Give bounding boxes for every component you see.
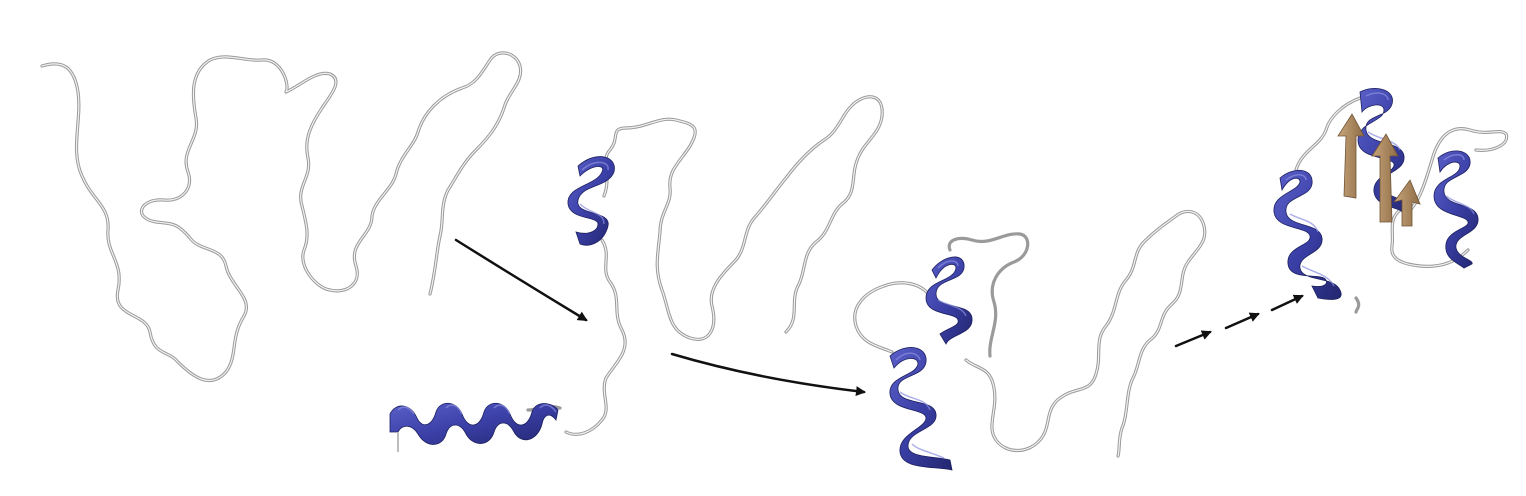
dashed-arrow-segment [1174, 330, 1212, 348]
stage-first-helices-formed [389, 95, 884, 452]
stage-helix-pair-docked [853, 209, 1207, 471]
dashed-arrow-segment [1224, 312, 1260, 330]
beta-strand [1371, 133, 1399, 223]
beta-strand [1393, 179, 1421, 227]
dashed-arrow-segment [1270, 294, 1304, 312]
transition-arrow-1 [454, 238, 588, 322]
stage-native-fold [1273, 88, 1509, 314]
coil-highlight [565, 96, 883, 435]
stage-unfolded-chain [40, 51, 523, 383]
alpha-helix [925, 256, 973, 345]
alpha-helix [389, 402, 559, 452]
coil-highlight [854, 210, 1206, 457]
transition-arrows-dashed [1174, 294, 1304, 348]
alpha-helix [889, 347, 953, 471]
alpha-helix [1433, 150, 1479, 269]
coil-highlight [41, 52, 522, 382]
alpha-helix [1273, 170, 1342, 300]
beta-strand [1337, 113, 1365, 199]
transition-arrow-2 [670, 352, 866, 397]
coil-segment [853, 209, 1207, 458]
coil-highlight [1295, 97, 1508, 267]
coil-segment [526, 95, 884, 436]
coil-segment [40, 51, 523, 383]
alpha-helix [567, 156, 615, 246]
